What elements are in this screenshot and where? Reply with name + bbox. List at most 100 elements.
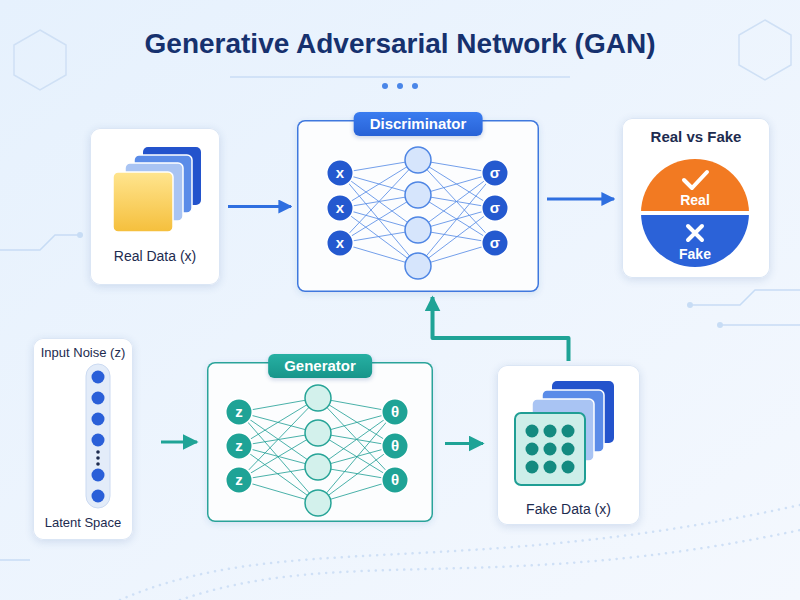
title-rule — [230, 76, 570, 77]
neuron-node: z — [225, 432, 253, 460]
hidden-neuron — [405, 217, 431, 243]
generator-box: Generatorzzzθθθ — [207, 362, 433, 522]
hidden-neuron — [405, 147, 431, 173]
grid-dot — [562, 443, 575, 456]
header-pill: Discriminator — [354, 112, 483, 136]
node-label: Real vs Fake — [622, 127, 770, 147]
fake-data-icon — [515, 381, 614, 485]
split-divider — [636, 211, 754, 215]
node-label: Real — [641, 190, 749, 210]
neuron-symbol: θ — [381, 466, 409, 494]
hexagon-decoration — [739, 20, 791, 80]
stack-layer — [134, 155, 192, 213]
grid-dot — [526, 461, 539, 474]
stack-layer — [143, 147, 201, 205]
vector-dot — [92, 413, 105, 426]
neuron-node: x — [326, 194, 354, 222]
panel-fill — [207, 362, 433, 522]
vector-dot — [92, 434, 105, 447]
vector-dot — [92, 371, 105, 384]
hidden-layer — [305, 385, 331, 516]
grid-dot — [526, 443, 539, 456]
vector-dots — [92, 371, 105, 503]
hidden-neuron — [305, 490, 331, 516]
header-pill: Generator — [268, 354, 372, 378]
neuron-symbol: θ — [381, 398, 409, 426]
grid-dot — [544, 443, 557, 456]
panel-fill — [297, 120, 539, 292]
half-disc — [641, 213, 749, 267]
stack-layer — [542, 390, 604, 452]
hidden-neuron — [305, 454, 331, 480]
flow-arrow — [547, 198, 614, 201]
node-label: Real Data (x) — [90, 246, 220, 266]
node-label: Fake — [641, 244, 749, 264]
grid-dot — [544, 461, 557, 474]
latent-vector — [86, 364, 110, 508]
circuit-dot — [717, 322, 723, 328]
neuron-symbol: z — [225, 466, 253, 494]
title-dots — [382, 83, 418, 89]
neuron-circle — [382, 467, 409, 494]
neuron-symbol: x — [326, 229, 354, 257]
grid-dot — [526, 425, 539, 438]
neuron-symbol: σ — [481, 159, 509, 187]
stack-layer — [532, 399, 594, 461]
flow-arrow — [445, 442, 483, 445]
node-label: Fake Data (x) — [497, 499, 640, 519]
hidden-neuron — [305, 420, 331, 446]
neuron-circle — [327, 160, 354, 187]
title-dot — [412, 83, 418, 89]
neuron-node: x — [326, 229, 354, 257]
vector-dot — [92, 469, 105, 482]
noise-card: Input Noise (z) Latent Space — [33, 338, 133, 540]
ellipsis-dot — [96, 462, 100, 466]
neuron-symbol: σ — [481, 194, 509, 222]
neuron-node: σ — [481, 159, 509, 187]
neuron-node: σ — [481, 194, 509, 222]
diagram-title: Generative Adversarial Network (GAN) — [0, 27, 800, 61]
neuron-circle — [226, 433, 253, 460]
hidden-neuron — [305, 385, 331, 411]
real-half: Real — [641, 159, 749, 213]
title-dot — [397, 83, 403, 89]
network-weights — [340, 160, 495, 266]
neuron-node: z — [225, 466, 253, 494]
title-dot — [382, 83, 388, 89]
neuron-circle — [482, 195, 509, 222]
hexagon-decoration — [14, 30, 66, 90]
ellipsis-dot — [96, 450, 100, 454]
vector-dot — [92, 392, 105, 405]
check-mark — [684, 172, 707, 188]
node-label: Input Noise (z) — [33, 343, 133, 363]
neuron-symbol: x — [326, 159, 354, 187]
ellipsis-dots — [96, 450, 100, 466]
node-label: Latent Space — [33, 513, 133, 533]
neuron-symbol: σ — [481, 229, 509, 257]
neuron-node: z — [225, 398, 253, 426]
grid-dot — [562, 461, 575, 474]
neuron-symbol: x — [326, 194, 354, 222]
neuron-circle — [482, 160, 509, 187]
flow-arrow — [433, 297, 569, 361]
discriminator-box: Discriminatorxxxσσσ — [297, 120, 539, 292]
hidden-layer — [405, 147, 431, 279]
stack-layer — [552, 381, 614, 443]
stack-front — [113, 172, 173, 232]
neuron-circle — [482, 230, 509, 257]
fake-half: Fake — [641, 213, 749, 267]
flow-arrow — [228, 205, 291, 208]
stack-layer — [125, 163, 183, 221]
neuron-circle — [226, 467, 253, 494]
neuron-circle — [327, 195, 354, 222]
neuron-symbol: z — [225, 432, 253, 460]
cross-mark — [688, 226, 702, 240]
result-card: Real vs FakeRealFake — [622, 118, 770, 278]
hidden-neuron — [405, 182, 431, 208]
flow-arrow — [161, 441, 197, 444]
vector-dot — [92, 490, 105, 503]
grid-dots — [526, 425, 575, 474]
neuron-node: θ — [381, 466, 409, 494]
